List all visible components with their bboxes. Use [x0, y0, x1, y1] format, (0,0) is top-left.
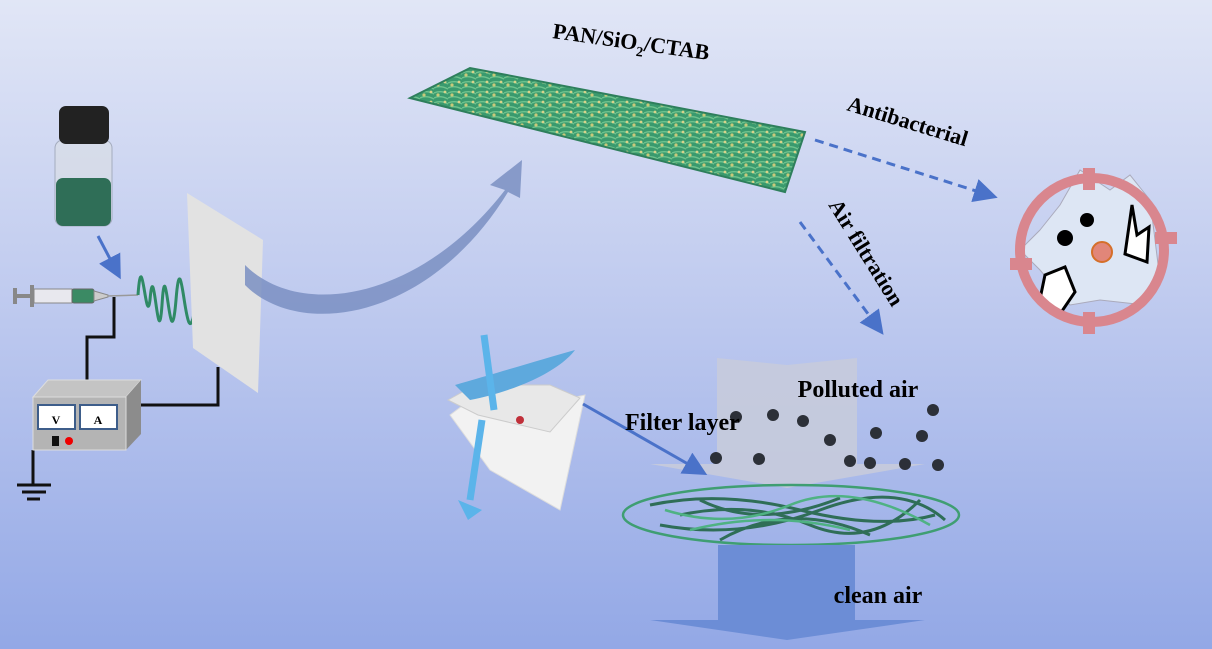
filter-mask-illustration: [446, 334, 586, 520]
power-supply: V A: [31, 379, 143, 451]
transfer-arrow: [245, 160, 522, 314]
bacteria-target-icon: [1010, 168, 1177, 334]
syringe: [13, 285, 139, 307]
antibacterial-arrow: [814, 138, 998, 203]
clean-air-arrow: [650, 545, 925, 640]
nanofiber-filter: [621, 483, 961, 547]
air-filtration-label: Air filtration: [824, 194, 909, 310]
pollutant-particles: [710, 404, 944, 471]
feed-arrow: [96, 235, 121, 280]
filter-layer-arrow: [582, 402, 708, 475]
solution-vial: [54, 106, 113, 227]
ground-symbol: [17, 483, 51, 501]
filter-layer-label: Filter layer: [625, 410, 740, 436]
voltmeter-label: V: [52, 413, 61, 427]
material-title: PAN/SiO2/CTAB: [551, 18, 712, 70]
antibacterial-label: Antibacterial: [845, 91, 972, 151]
ammeter-label: A: [94, 413, 103, 427]
fiber-mat: [407, 66, 807, 194]
polluted-air-label: Polluted air: [798, 377, 919, 403]
wires: [31, 297, 220, 485]
clean-air-label: clean air: [834, 583, 923, 609]
air-filtration-arrow: [798, 221, 884, 335]
collector-plate: [187, 193, 263, 393]
